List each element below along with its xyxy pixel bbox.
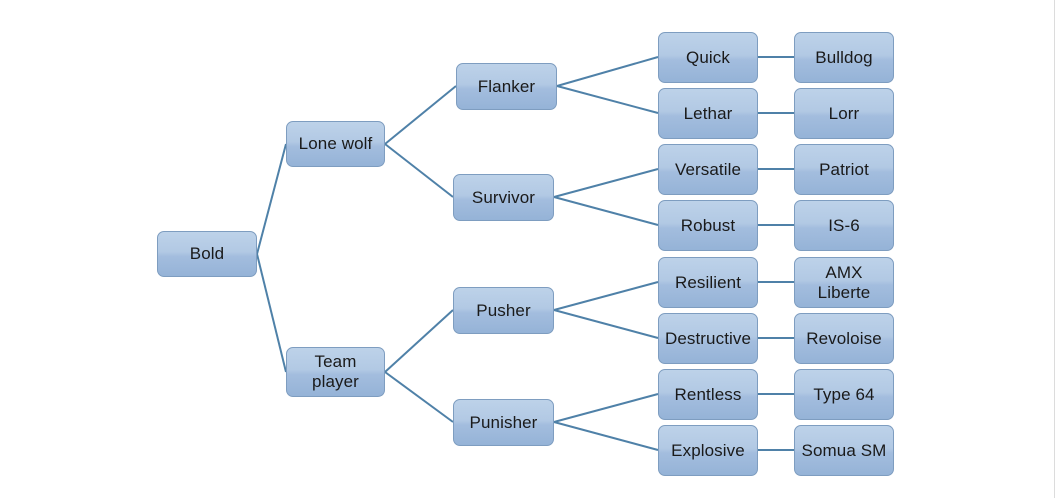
node-somua-sm[interactable]: Somua SM [794, 425, 894, 476]
node-label: Flanker [477, 76, 536, 96]
node-lethar[interactable]: Lethar [658, 88, 758, 139]
node-resilient[interactable]: Resilient [658, 257, 758, 308]
node-label: Type 64 [813, 384, 875, 404]
node-pusher[interactable]: Pusher [453, 287, 554, 334]
connector-pusher-to-destructive [553, 309, 659, 339]
node-label: Lorr [828, 103, 860, 123]
connector-lone-wolf-to-survivor [384, 143, 454, 198]
connector-team-player-to-punisher [384, 371, 454, 423]
node-label: Revoloise [806, 328, 882, 348]
node-survivor[interactable]: Survivor [453, 174, 554, 221]
node-label: IS-6 [828, 215, 860, 235]
node-versatile[interactable]: Versatile [658, 144, 758, 195]
connector-survivor-to-versatile [553, 168, 659, 198]
node-explosive[interactable]: Explosive [658, 425, 758, 476]
node-label: Lone wolf [298, 134, 373, 154]
node-label: Quick [686, 47, 730, 67]
right-edge-rule [1054, 0, 1055, 498]
connector-survivor-to-robust [553, 196, 659, 226]
node-label: AMX Liberte [817, 262, 871, 302]
node-label: Explosive [671, 440, 745, 460]
node-label: Rentless [674, 384, 742, 404]
node-label: Punisher [469, 412, 538, 432]
node-label: Pusher [476, 300, 531, 320]
node-label: Lethar [683, 103, 733, 123]
connector-pusher-to-resilient [553, 281, 659, 311]
connector-flanker-to-quick [556, 56, 659, 87]
node-label: Versatile [674, 159, 742, 179]
node-quick[interactable]: Quick [658, 32, 758, 83]
connector-punisher-to-rentless [553, 393, 659, 423]
node-label: Team player [312, 352, 359, 391]
node-rentless[interactable]: Rentless [658, 369, 758, 420]
connector-lone-wolf-to-flanker [384, 85, 457, 145]
node-label: Robust [680, 215, 736, 235]
node-revoloise[interactable]: Revoloise [794, 313, 894, 364]
node-label: Destructive [664, 328, 752, 348]
node-label: Bold [189, 244, 225, 264]
node-label: Survivor [471, 187, 536, 207]
node-destructive[interactable]: Destructive [658, 313, 758, 364]
connector-bold-to-team-player [256, 253, 287, 373]
node-robust[interactable]: Robust [658, 200, 758, 251]
node-label: Resilient [674, 272, 742, 292]
node-lorr[interactable]: Lorr [794, 88, 894, 139]
node-label: Patriot [819, 159, 869, 179]
node-amx-liberte[interactable]: AMX Liberte [794, 257, 894, 308]
node-team-player[interactable]: Team player [286, 347, 385, 397]
connector-flanker-to-lethar [556, 85, 659, 114]
node-is-6[interactable]: IS-6 [794, 200, 894, 251]
node-label: Bulldog [815, 47, 873, 67]
connector-punisher-to-explosive [553, 421, 659, 451]
connector-bold-to-lone-wolf [256, 143, 287, 255]
node-type-64[interactable]: Type 64 [794, 369, 894, 420]
connector-team-player-to-pusher [384, 309, 454, 373]
node-lone-wolf[interactable]: Lone wolf [286, 121, 385, 167]
node-bold[interactable]: Bold [157, 231, 257, 277]
node-patriot[interactable]: Patriot [794, 144, 894, 195]
node-bulldog[interactable]: Bulldog [794, 32, 894, 83]
node-label: Somua SM [801, 440, 887, 460]
node-flanker[interactable]: Flanker [456, 63, 557, 110]
node-punisher[interactable]: Punisher [453, 399, 554, 446]
